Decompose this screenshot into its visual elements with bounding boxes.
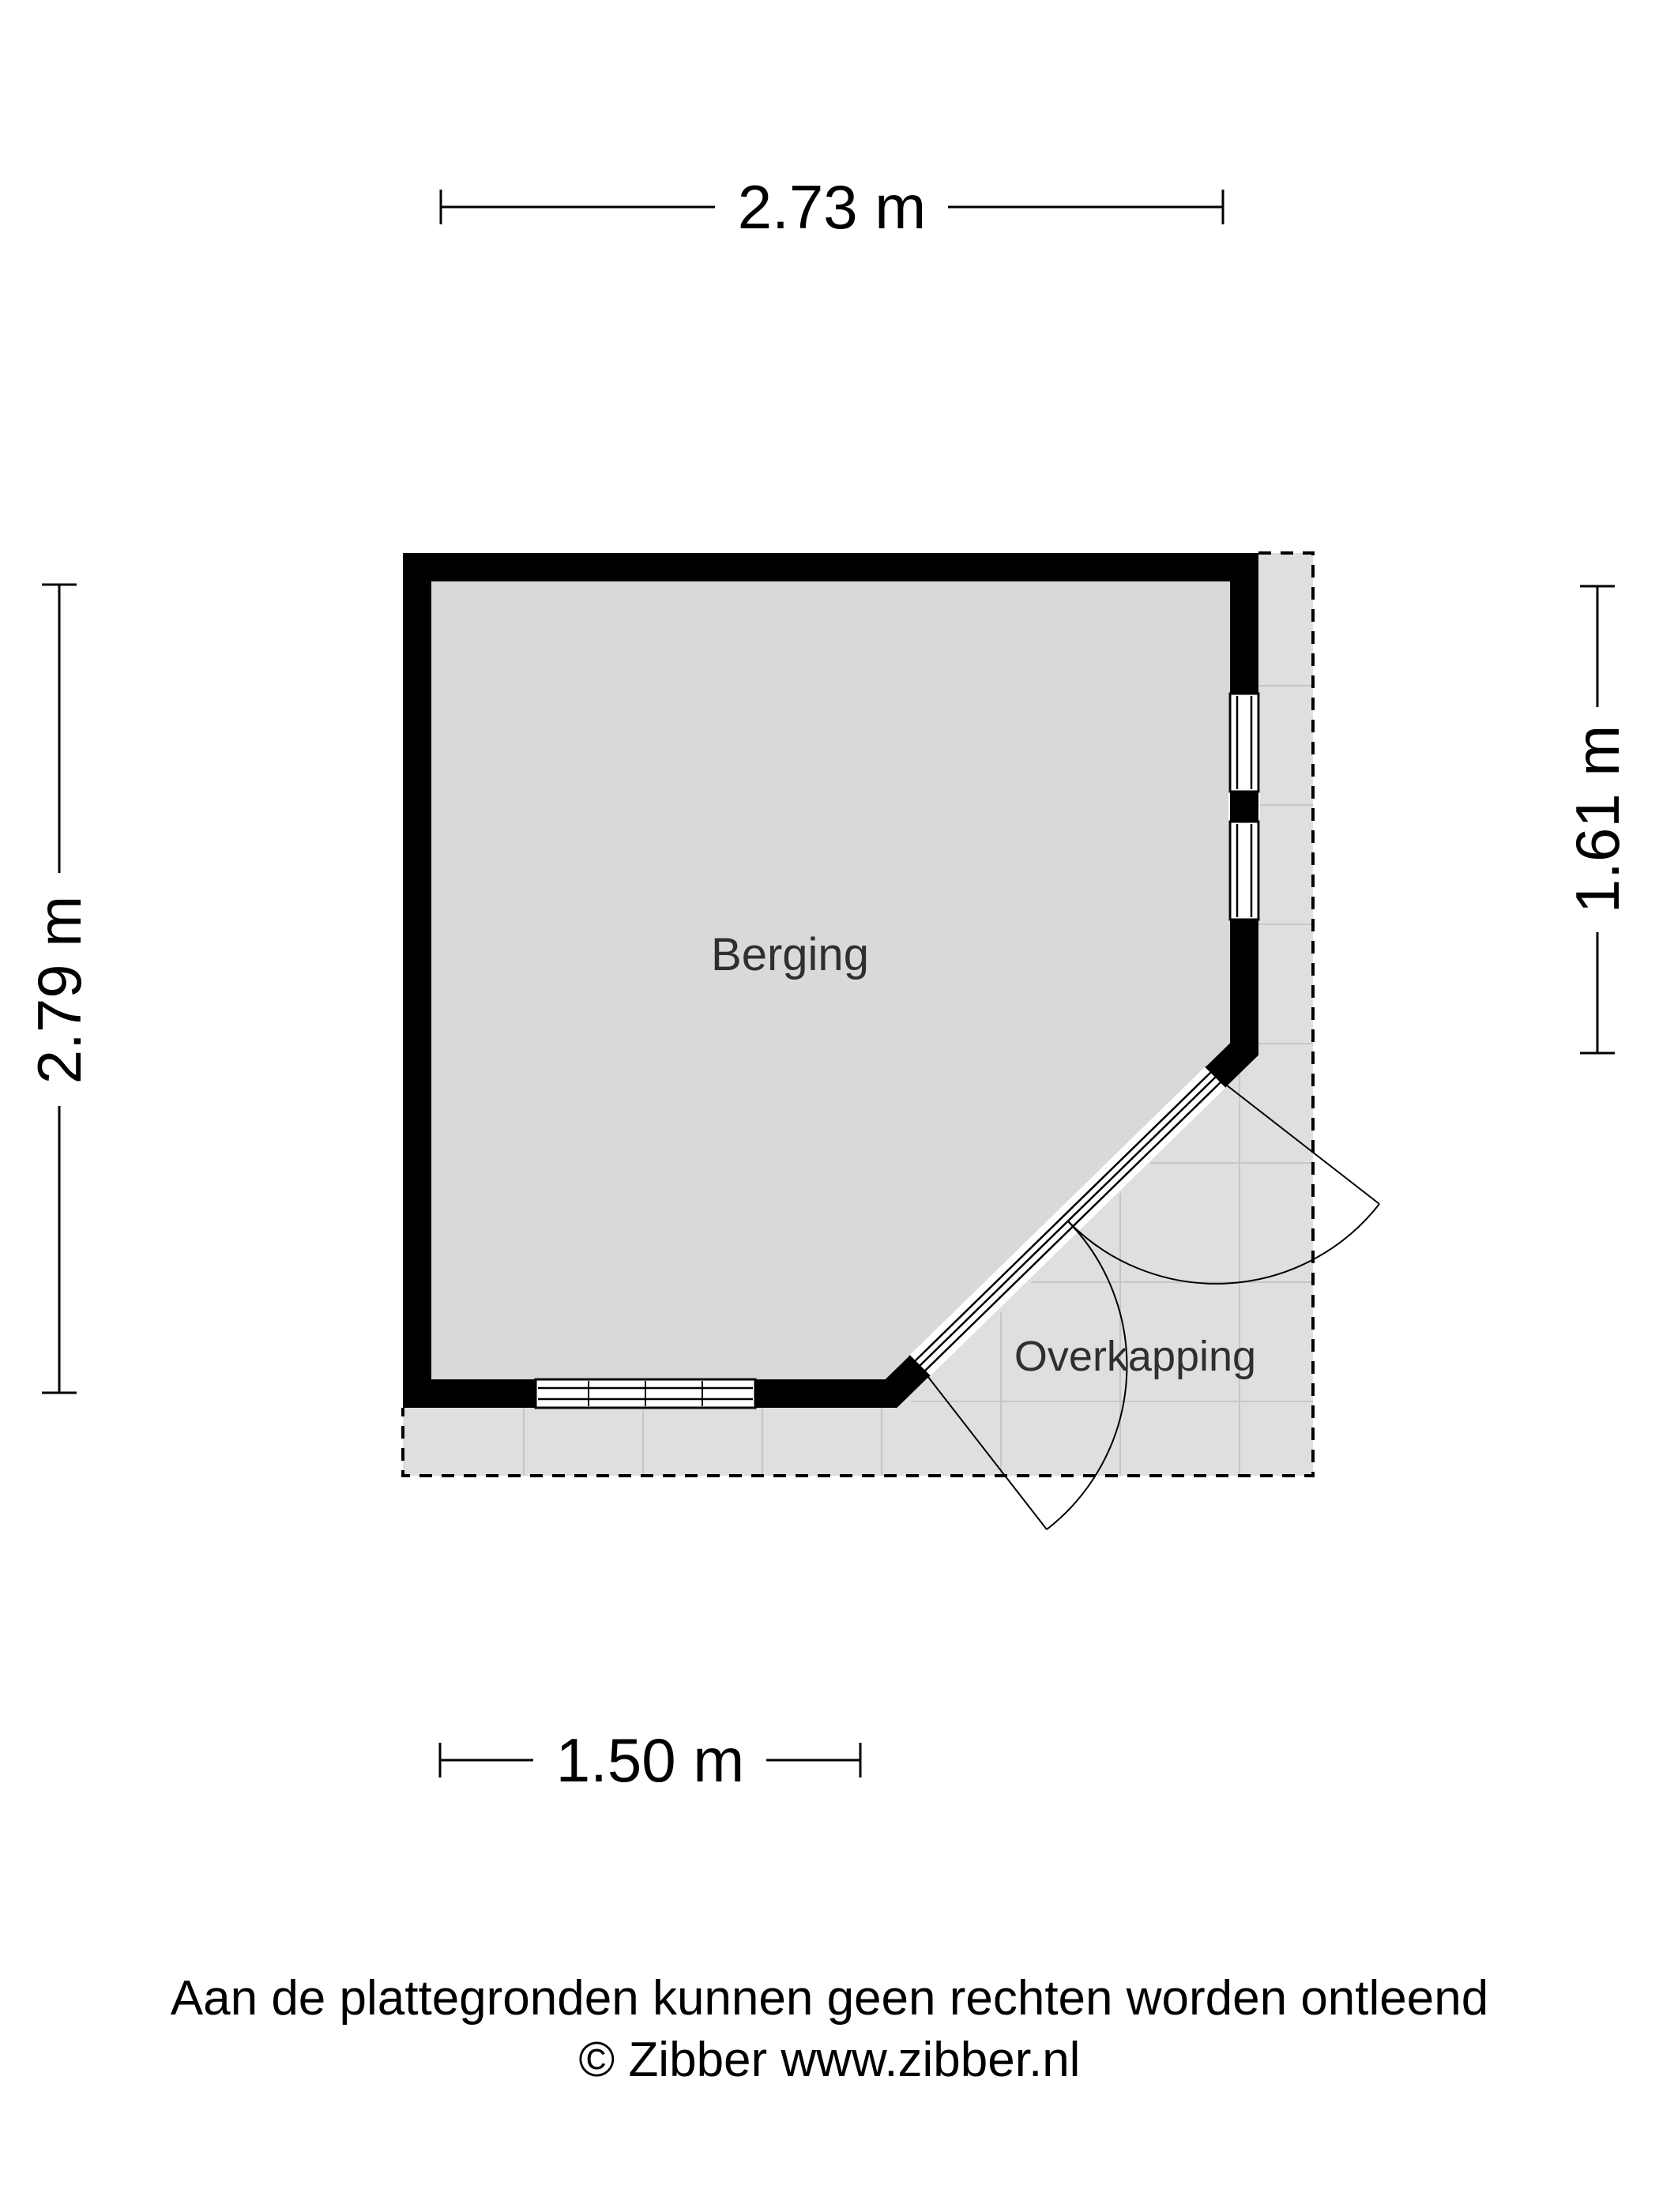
dimension-left: 2.79 m [24,583,94,1394]
room-label-overkapping: Overkapping [1014,1333,1256,1380]
disclaimer-text: Aan de plattegronden kunnen geen rechten… [171,1971,1488,2026]
dimension-label-right: 1.61 m [1563,725,1632,913]
windows [534,692,1260,1409]
door-swings [919,1076,1380,1530]
window-sash [1228,820,1260,921]
footer: Aan de plattegronden kunnen geen rechten… [171,1971,1488,2087]
overkapping-dashed-outline [401,551,1315,1477]
dimension-right: 1.61 m [1563,585,1632,1055]
door-glass-line [914,1071,1212,1362]
dimension-bottom: 1.50 m [438,1725,862,1795]
door-leaf-lower [919,1365,1048,1530]
bottom-wall-window [534,1378,757,1409]
door-leaf-upper [1215,1076,1380,1205]
dimension-top: 2.73 m [439,172,1224,242]
room-label-berging: Berging [711,929,869,980]
door-glass-line [919,1076,1217,1367]
copyright-text: © Zibber www.zibber.nl [579,2033,1081,2087]
door-swing-arc-upper [1067,1203,1380,1285]
window-sash [1228,692,1260,793]
dimension-label-left: 2.79 m [24,896,94,1084]
right-wall-window [1228,692,1260,921]
dimension-label-top: 2.73 m [738,172,926,242]
dimension-label-bottom: 1.50 m [556,1725,744,1795]
window-mullion [1230,792,1258,822]
door-swing-arc-lower [1046,1221,1128,1530]
